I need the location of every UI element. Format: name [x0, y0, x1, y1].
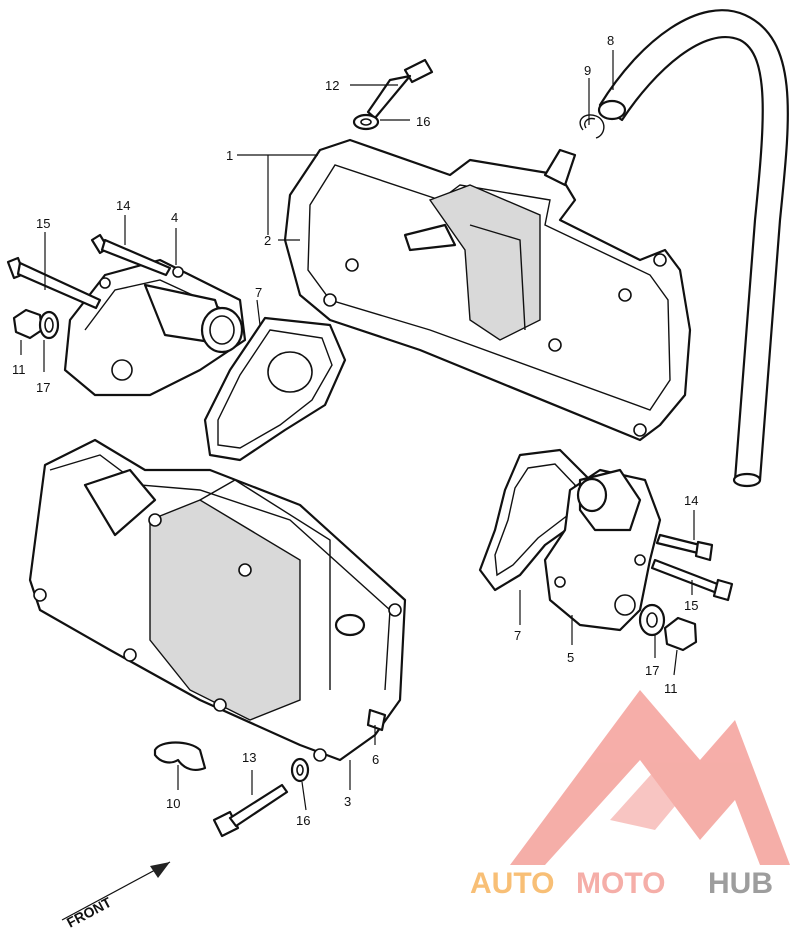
- front-arrow: FRONT: [61, 861, 171, 931]
- label-14-left: 14: [116, 198, 130, 213]
- watermark-text-moto: MOTO: [576, 867, 665, 900]
- label-6: 6: [372, 752, 379, 767]
- label-17-right: 17: [645, 663, 659, 678]
- bolt-14-right: [655, 533, 714, 562]
- label-16-top: 16: [416, 114, 430, 129]
- breather-hose: [597, 9, 789, 488]
- label-9: 9: [584, 63, 591, 78]
- label-1: 1: [226, 148, 233, 163]
- label-4: 4: [171, 210, 178, 225]
- watermark-text-auto: AUTO: [470, 867, 554, 900]
- lower-cover: [28, 438, 407, 762]
- label-16-bottom: 16: [296, 813, 310, 828]
- watermark-triangle: [510, 690, 790, 865]
- label-7-left: 7: [255, 285, 262, 300]
- label-10: 10: [166, 796, 180, 811]
- label-13: 13: [242, 750, 256, 765]
- label-12: 12: [325, 78, 339, 93]
- bolt-15-left: [6, 256, 102, 310]
- label-7-right: 7: [514, 628, 521, 643]
- nut-11-right: [663, 616, 698, 652]
- label-14-right: 14: [684, 493, 698, 508]
- label-5: 5: [567, 650, 574, 665]
- bolt-14-left: [90, 233, 172, 277]
- watermark-logo: AUTO MOTO HUB: [470, 690, 790, 900]
- label-2: 2: [264, 233, 271, 248]
- nut-11-left: [12, 308, 44, 340]
- label-8: 8: [607, 33, 614, 48]
- clip-10: [153, 741, 207, 771]
- upper-cover-gasket: [283, 138, 692, 442]
- front-label: FRONT: [64, 894, 114, 931]
- hose-clip: [579, 114, 605, 139]
- gasket-7-right: [478, 448, 592, 592]
- gasket-7-left: [203, 316, 347, 462]
- watermark-text-hub: HUB: [708, 867, 773, 900]
- bolt-12: [366, 58, 434, 120]
- label-17-left: 17: [36, 380, 50, 395]
- label-15-right: 15: [684, 598, 698, 613]
- breather-housing-right: [543, 468, 662, 632]
- bolt-15-right: [650, 558, 734, 602]
- label-11-right: 11: [664, 681, 678, 696]
- label-3: 3: [344, 794, 351, 809]
- breather-housing-left: [63, 258, 247, 397]
- callout-labels: 1 2 8 9 12 16 4 14 15 7 11 17 6 3 10 13 …: [12, 33, 698, 828]
- label-11-left: 11: [12, 362, 26, 377]
- bolt-13: [212, 783, 289, 838]
- leader-lines: [20, 50, 695, 811]
- label-15-left: 15: [36, 216, 50, 231]
